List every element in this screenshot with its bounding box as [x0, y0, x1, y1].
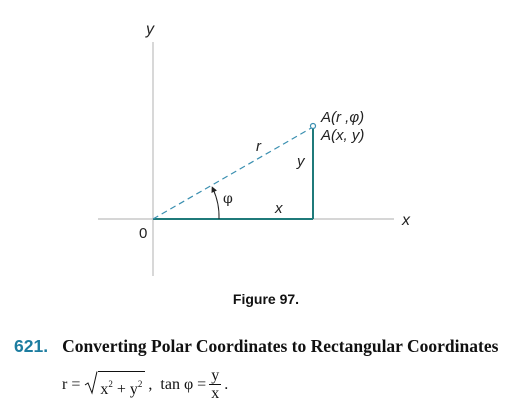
x-axis-label: x — [401, 212, 411, 229]
fraction: y x — [209, 366, 222, 403]
y-leg-label: y — [296, 153, 306, 170]
point-polar-label: A(r ,φ) — [320, 109, 364, 126]
formula-end: . — [224, 376, 229, 393]
separator: , — [148, 376, 153, 393]
angle-arc — [211, 186, 220, 220]
fraction-numerator: y — [211, 366, 220, 384]
polar-coordinates-figure: y x 0 r y x φ A(r ,φ) A(x, y) — [98, 21, 411, 276]
y-axis-label: y — [145, 21, 155, 38]
x-leg-label: x — [274, 200, 283, 217]
square-root: x2 + y2 — [84, 370, 146, 400]
radicand-x: x — [100, 380, 109, 398]
origin-label: 0 — [139, 225, 147, 242]
radius-label: r — [256, 138, 262, 155]
radicand-plus-y: + y — [112, 380, 138, 398]
exponent-x: 2 — [108, 378, 113, 389]
radical-sign-icon — [85, 370, 98, 395]
point-a — [309, 122, 317, 130]
r-equals: r = — [62, 376, 81, 393]
formula: r = x2 + y2 , tan φ = y x . — [62, 362, 228, 408]
exponent-y: 2 — [137, 378, 143, 389]
figure-caption: Figure 97. — [232, 291, 300, 307]
point-rect-label: A(x, y) — [320, 127, 364, 144]
section-heading: 621. Converting Polar Coordinates to Rect… — [14, 336, 498, 357]
radicand: x2 + y2 — [98, 370, 146, 400]
fraction-denominator: x — [209, 383, 222, 402]
section-title: Converting Polar Coordinates to Rectangu… — [62, 336, 499, 356]
section-number: 621. — [14, 336, 49, 356]
tan-equals: tan φ = — [160, 376, 207, 393]
angle-label: φ — [223, 191, 233, 207]
radius-line — [152, 126, 314, 220]
